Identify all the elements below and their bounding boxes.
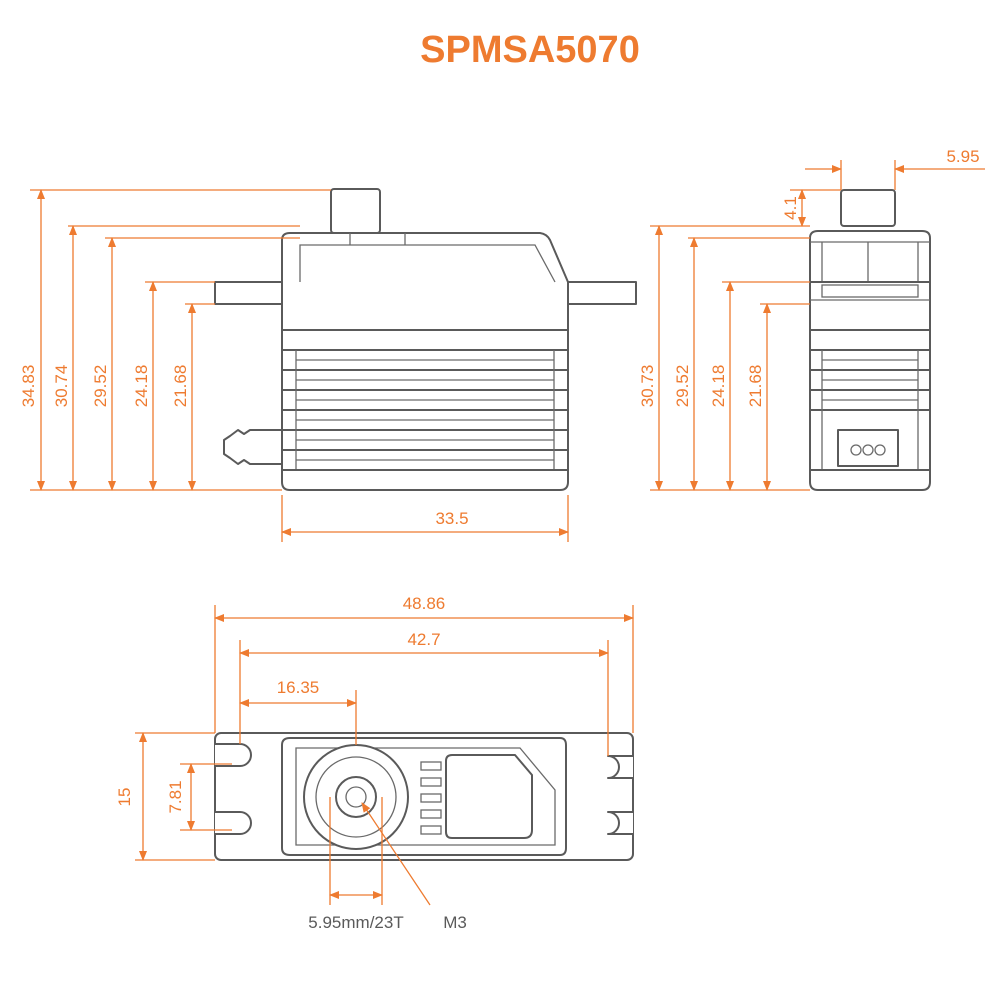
front-height-24-18: 24.18 <box>132 365 151 408</box>
side-view-dimension-labels: 30.73 29.52 24.18 21.68 4.1 5.95 <box>638 147 980 407</box>
connector-pin-2 <box>862 444 874 456</box>
top-length-48-86: 48.86 <box>403 594 446 613</box>
side-view-servo <box>809 189 931 491</box>
top-hole-gap-7-81: 7.81 <box>166 780 185 813</box>
top-depth-15: 15 <box>115 788 134 807</box>
side-connector <box>837 429 899 467</box>
side-height-30-73: 30.73 <box>638 365 657 408</box>
front-view-servo <box>214 188 637 491</box>
m3-leader-line <box>361 802 431 906</box>
vent-slot-4 <box>420 809 442 819</box>
top-view-dimensions <box>135 605 634 906</box>
top-view-servo <box>214 732 634 861</box>
label-panel <box>445 754 533 839</box>
side-output-shaft <box>840 189 896 227</box>
top-output-offset-16-35: 16.35 <box>277 678 320 697</box>
front-height-34-83: 34.83 <box>19 365 38 408</box>
vent-slot-1 <box>420 761 442 771</box>
wire-connector <box>223 429 283 465</box>
front-height-29-52: 29.52 <box>91 365 110 408</box>
vent-slot-5 <box>420 825 442 835</box>
mount-slot-left-upper <box>215 743 252 767</box>
mounting-ear-right <box>560 281 637 305</box>
heatsink-fins <box>282 349 568 471</box>
connector-pin-1 <box>850 444 862 456</box>
side-heatsink-fins <box>810 349 930 471</box>
side-horn-height-4-1: 4.1 <box>781 196 800 220</box>
output-spline <box>335 776 377 818</box>
page-title: SPMSA5070 <box>420 29 640 71</box>
side-height-24-18: 24.18 <box>709 365 728 408</box>
spline-label: 5.95mm/23T <box>308 913 403 932</box>
front-width-33-5: 33.5 <box>435 509 468 528</box>
connector-pin-3 <box>874 444 886 456</box>
mounting-ear-left <box>214 281 291 305</box>
front-height-21-68: 21.68 <box>171 365 190 408</box>
output-screw <box>345 786 367 808</box>
vent-slot-3 <box>420 793 442 803</box>
front-view-dimension-labels: 34.83 30.74 29.52 24.18 21.68 33.5 <box>19 365 469 528</box>
side-height-29-52: 29.52 <box>673 365 692 408</box>
top-hole-spacing-42-7: 42.7 <box>407 630 440 649</box>
side-view-dimensions <box>650 160 985 491</box>
upper-case <box>281 232 569 331</box>
mount-slot-left-lower <box>215 811 252 835</box>
side-height-21-68: 21.68 <box>746 365 765 408</box>
mount-slot-right-lower <box>607 811 633 835</box>
front-height-30-74: 30.74 <box>52 365 71 408</box>
output-shaft <box>330 188 381 234</box>
side-spline-width-5-95: 5.95 <box>946 147 979 166</box>
top-view-dimension-labels: 48.86 42.7 16.35 15 7.81 <box>115 594 445 814</box>
top-view-callouts: 5.95mm/23T M3 <box>308 913 467 932</box>
front-view-dimensions <box>30 189 569 542</box>
screw-label: M3 <box>443 913 467 932</box>
mount-slot-right-upper <box>607 755 633 779</box>
vent-slot-2 <box>420 777 442 787</box>
